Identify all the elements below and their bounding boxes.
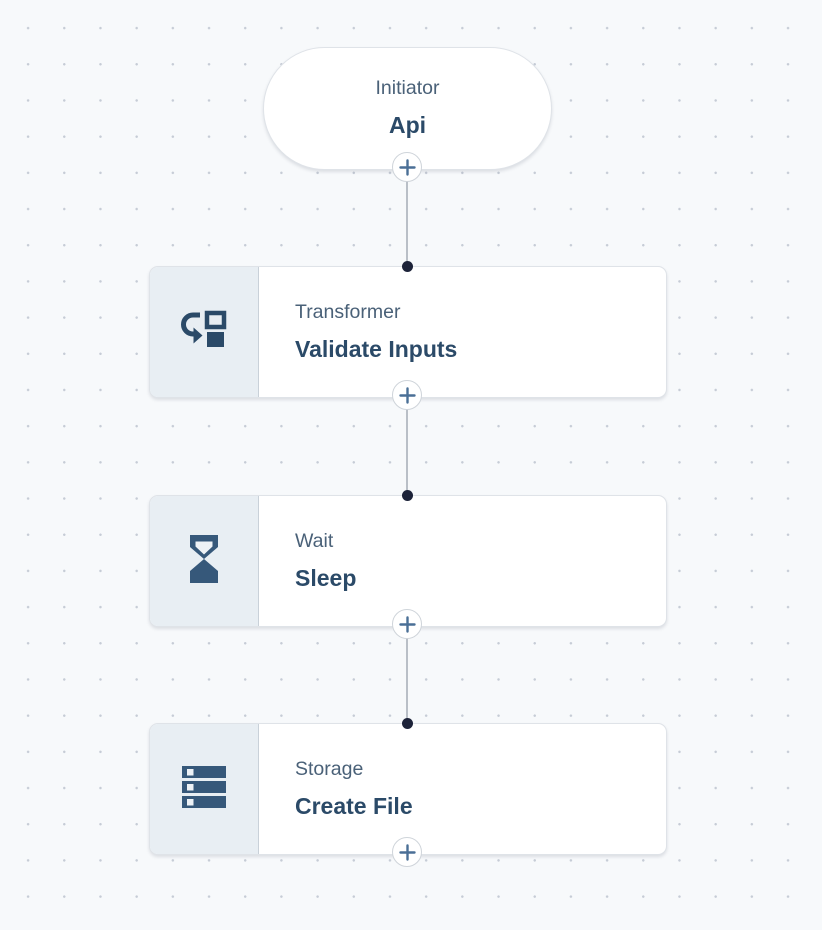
connector-dot-wait <box>402 490 413 501</box>
transform-icon <box>181 309 227 356</box>
plus-icon <box>399 159 416 176</box>
node-title: Create File <box>295 793 666 821</box>
node-subtitle: Wait <box>295 530 666 553</box>
node-subtitle: Transformer <box>295 301 666 324</box>
node-title: Sleep <box>295 565 666 593</box>
connector-dot-transformer <box>402 261 413 272</box>
node-icon-panel <box>150 267 259 397</box>
node-icon-panel <box>150 724 259 854</box>
node-subtitle: Storage <box>295 758 666 781</box>
plus-icon <box>399 616 416 633</box>
workflow-node-wait[interactable]: Wait Sleep <box>149 495 667 627</box>
plus-icon <box>399 844 416 861</box>
hourglass-icon <box>187 534 221 589</box>
node-title: Validate Inputs <box>295 336 666 364</box>
connector-line-wait-to-storage <box>406 626 408 723</box>
connector-line-initiator-to-transformer <box>406 170 408 266</box>
connector-line-transformer-to-wait <box>406 398 408 495</box>
add-step-button-after-initiator[interactable] <box>392 152 422 182</box>
node-text-block: Storage Create File <box>259 724 666 854</box>
server-stack-icon <box>181 765 227 814</box>
add-step-button-after-storage[interactable] <box>392 837 422 867</box>
connector-dot-storage <box>402 718 413 729</box>
plus-icon <box>399 387 416 404</box>
node-text-block: Wait Sleep <box>259 496 666 626</box>
workflow-node-transformer[interactable]: Transformer Validate Inputs <box>149 266 667 398</box>
node-icon-panel <box>150 496 259 626</box>
add-step-button-after-wait[interactable] <box>392 609 422 639</box>
node-text-block: Transformer Validate Inputs <box>259 267 666 397</box>
add-step-button-after-transformer[interactable] <box>392 380 422 410</box>
node-title: Api <box>389 112 426 140</box>
workflow-node-storage[interactable]: Storage Create File <box>149 723 667 855</box>
node-subtitle: Initiator <box>376 77 440 100</box>
